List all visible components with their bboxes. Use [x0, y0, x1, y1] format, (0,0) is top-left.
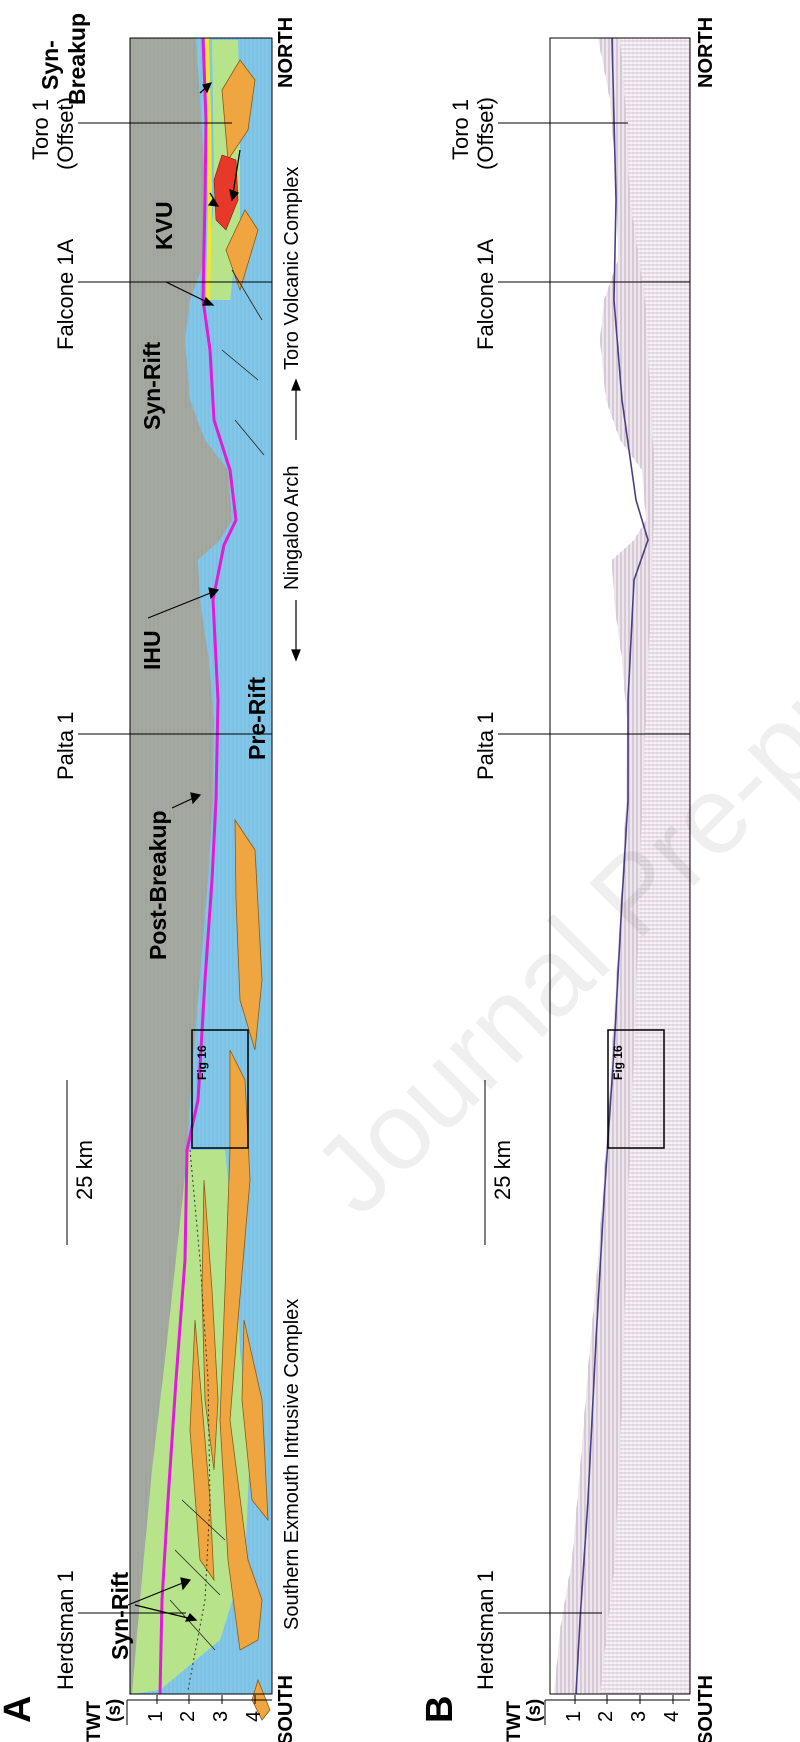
fig16-label-a: Fig 16 [195, 1045, 209, 1080]
twt-unit-a: (s) [104, 1699, 125, 1722]
twt-tick-a-1: 1 [145, 1711, 167, 1722]
syn-label: Syn- [37, 40, 63, 90]
ningaloo-label: Ningaloo Arch [281, 465, 303, 590]
toro-volcanic-label: Toro Volcanic Complex [281, 167, 303, 370]
well-label-herdsman-a: Herdsman 1 [53, 1570, 78, 1690]
well-label-offset-b: (Offset) [473, 97, 498, 170]
well-label-palta-a: Palta 1 [53, 712, 78, 781]
twt-label-a: TWT [84, 1700, 105, 1742]
south-label-a: SOUTH [275, 1675, 297, 1742]
scale-label-b: 25 km [490, 1140, 515, 1200]
pre-rift-label: Pre-Rift [244, 677, 270, 760]
well-label-toro-a: Toro 1 [28, 99, 53, 160]
breakup-label: Breakup [64, 13, 90, 105]
post-breakup-label: Post-Breakup [145, 810, 171, 960]
twt-label-b: TWT [504, 1700, 525, 1742]
twt-tick-b-2: 2 [595, 1711, 617, 1722]
syn-rift-north-label: Syn-Rift [139, 342, 165, 431]
watermark: Journal Pre-proof [290, 549, 800, 1237]
panel-a-letter: A [0, 1696, 39, 1723]
panel-b-letter: B [419, 1696, 461, 1723]
twt-tick-b-1: 1 [563, 1711, 585, 1722]
fig16-label-b: Fig 16 [611, 1045, 625, 1080]
north-label-b: NORTH [695, 17, 717, 88]
well-label-palta-b: Palta 1 [473, 712, 498, 781]
kvu-label: KVU [151, 201, 177, 250]
scale-label-a: 25 km [72, 1140, 97, 1200]
twt-tick-a-2: 2 [177, 1711, 199, 1722]
south-label-b: SOUTH [695, 1675, 717, 1742]
well-label-falcone-b: Falcone 1A [473, 238, 498, 350]
twt-tick-a-3: 3 [210, 1711, 232, 1722]
ihu-label: IHU [139, 630, 165, 670]
twt-tick-b-4: 4 [661, 1711, 683, 1722]
twt-unit-b: (s) [524, 1699, 545, 1722]
panel-a [67, 38, 300, 1725]
well-label-offset-a: (Offset) [53, 97, 78, 170]
north-label-a: NORTH [275, 17, 297, 88]
well-label-herdsman-b: Herdsman 1 [473, 1570, 498, 1690]
well-label-toro-b: Toro 1 [448, 99, 473, 160]
twt-tick-b-3: 3 [628, 1711, 650, 1722]
southern-exmouth-label: Southern Exmouth Intrusive Complex [281, 1299, 303, 1630]
well-label-falcone-a: Falcone 1A [53, 238, 78, 350]
twt-tick-a-4: 4 [243, 1711, 265, 1722]
syn-rift-south-label: Syn-Rift [107, 1572, 133, 1661]
